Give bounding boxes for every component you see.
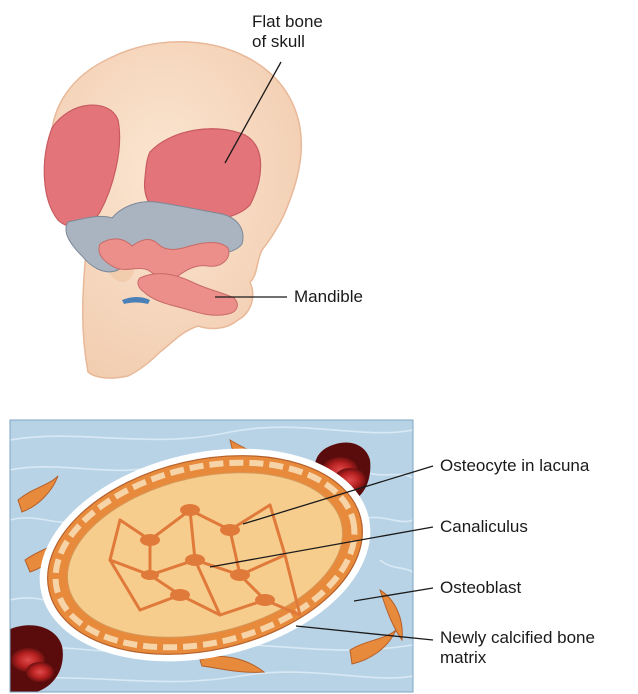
- label-osteocyte-in-lacuna: Osteocyte in lacuna: [440, 456, 589, 476]
- bone-matrix-panel: [8, 418, 413, 692]
- osteocyte: [170, 589, 190, 601]
- label-flat-bone-of-skull: Flat bone of skull: [252, 12, 323, 52]
- label-mandible: Mandible: [294, 287, 363, 307]
- osteocyte: [230, 569, 250, 581]
- osteocyte: [140, 534, 160, 546]
- label-osteoblast: Osteoblast: [440, 578, 521, 598]
- fetal-head: [44, 42, 301, 378]
- osteocyte: [141, 570, 159, 580]
- osteocyte: [255, 594, 275, 606]
- osteocyte: [180, 504, 200, 516]
- label-canaliculus: Canaliculus: [440, 517, 528, 537]
- label-newly-calcified-bone-matrix: Newly calcified bone matrix: [440, 628, 595, 668]
- osteocyte: [185, 554, 205, 566]
- red-blood-cell: [26, 662, 54, 682]
- osteocyte: [220, 524, 240, 536]
